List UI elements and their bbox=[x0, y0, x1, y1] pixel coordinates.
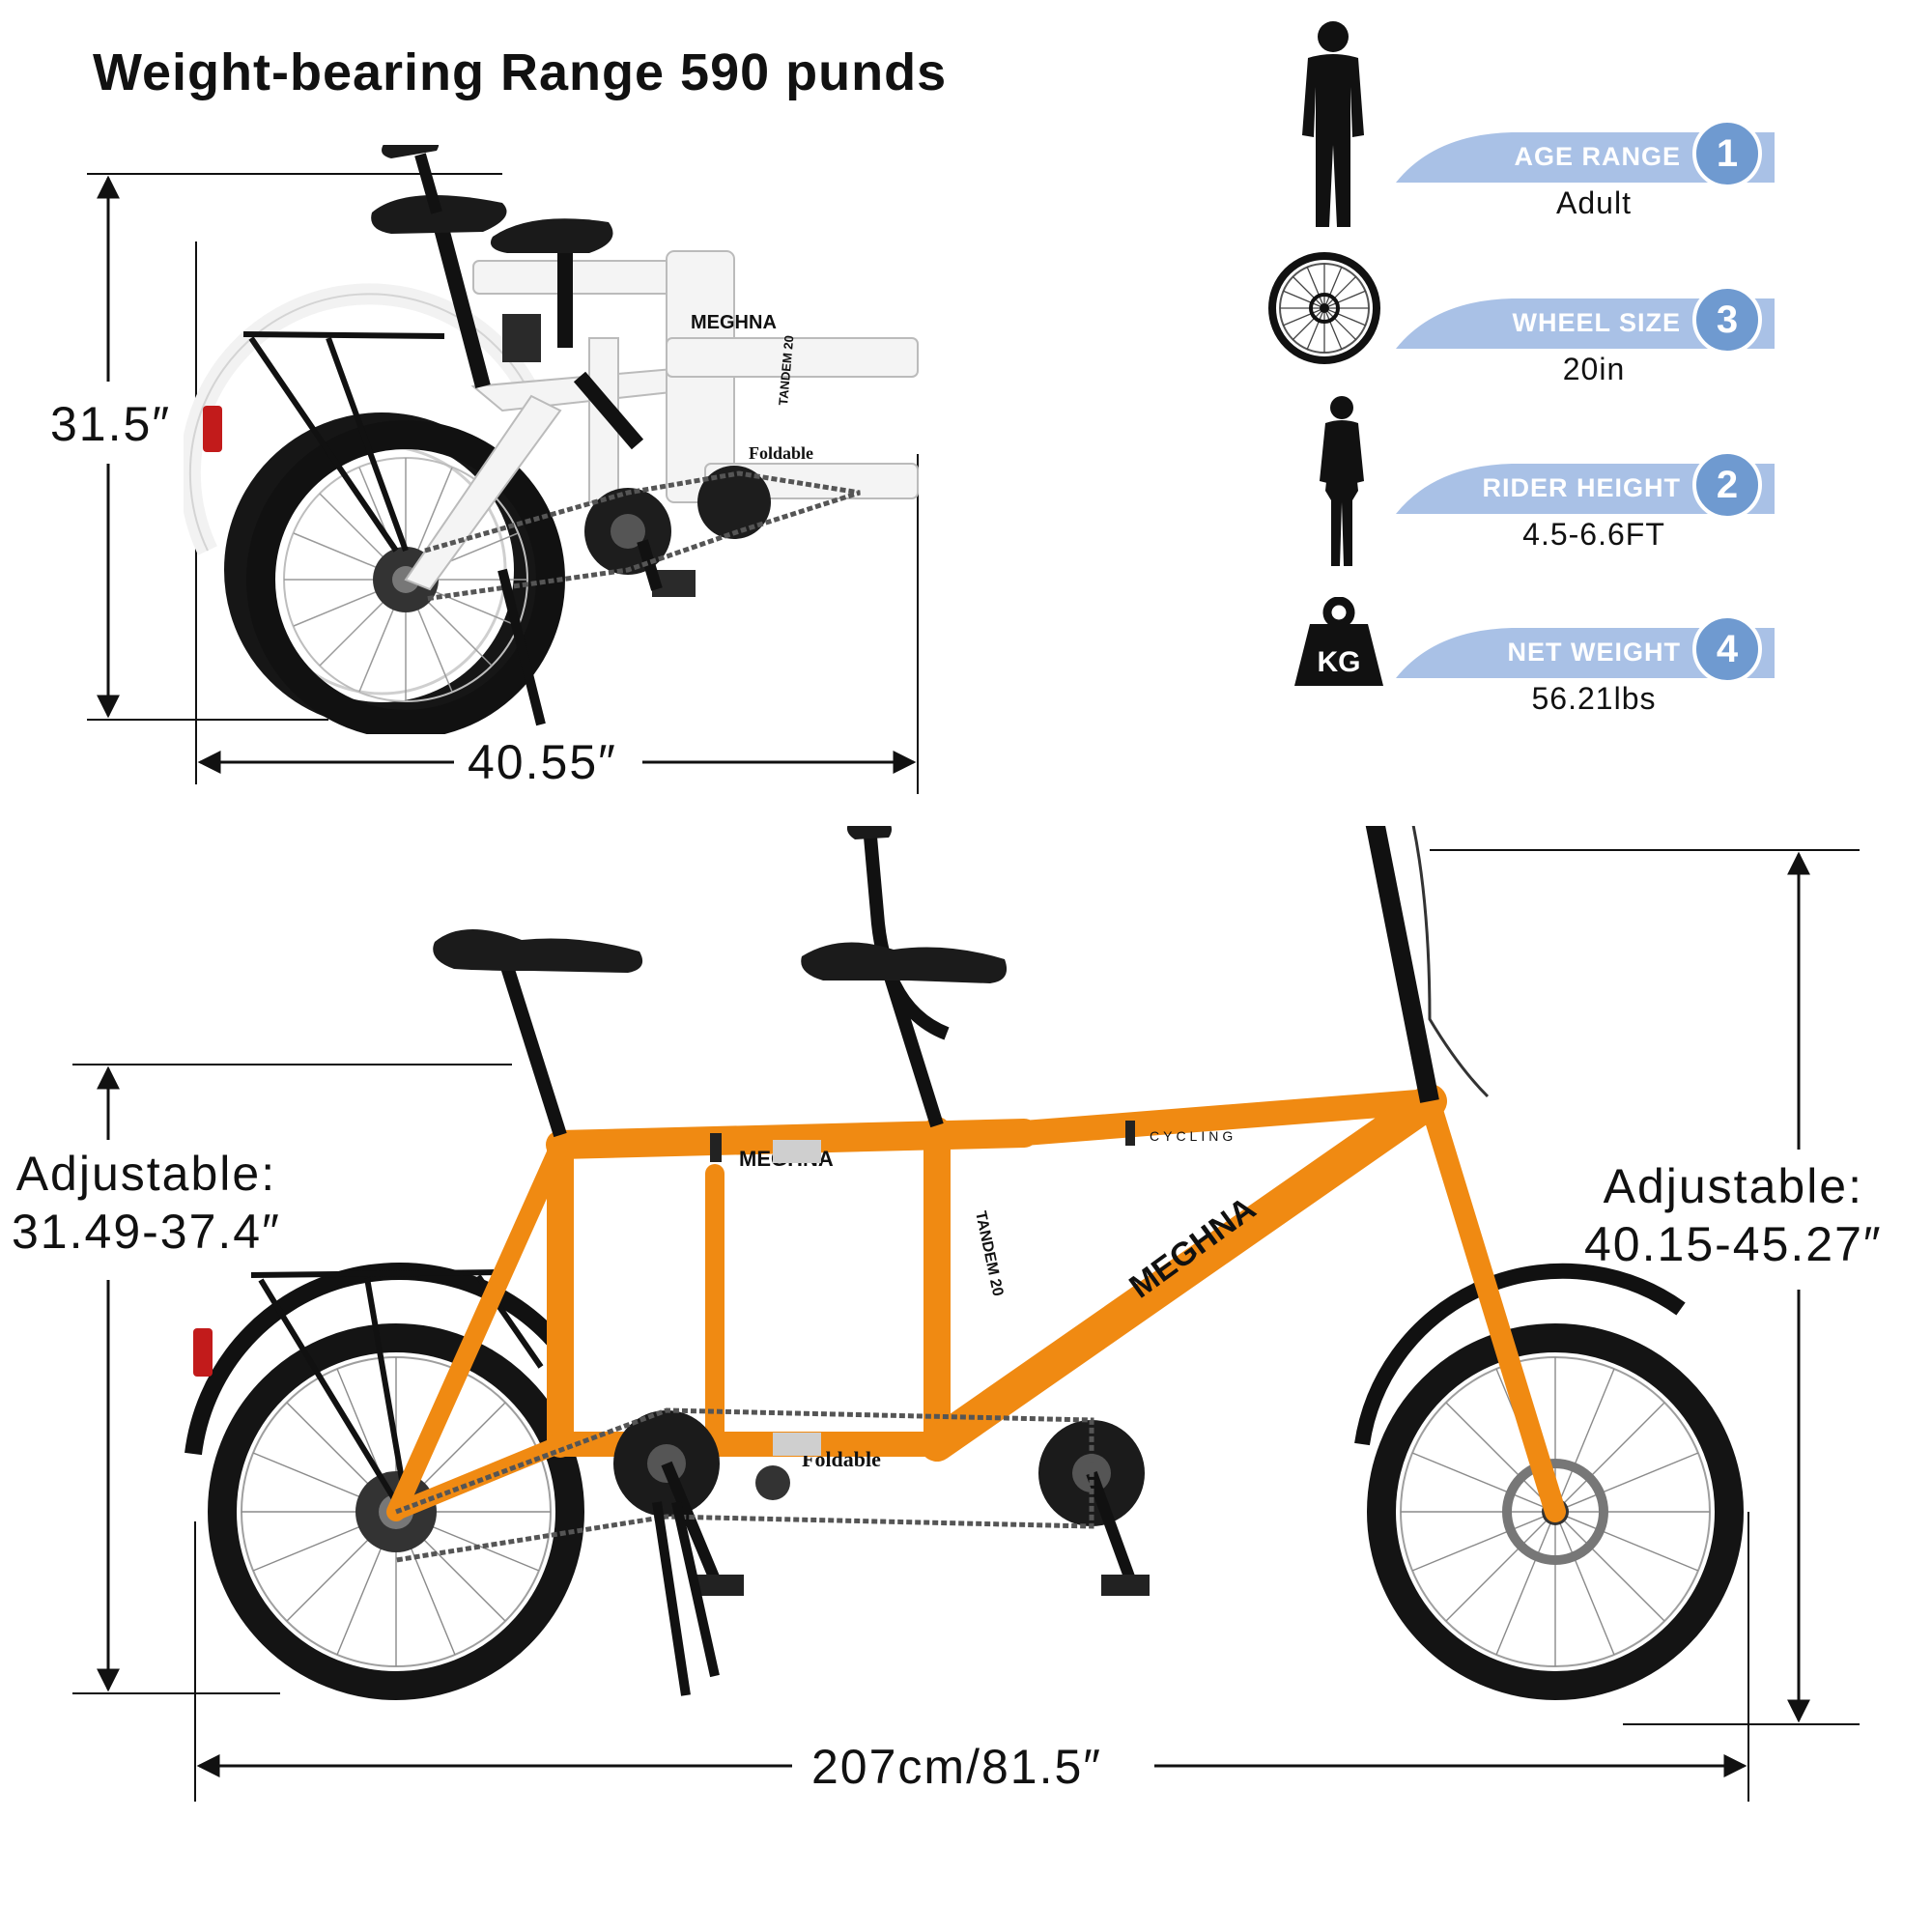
folded-front-seat bbox=[490, 218, 613, 253]
folded-white-frame: MEGHNA Foldable TANDEM 20 bbox=[404, 250, 919, 591]
tandem-frame-stripe bbox=[710, 1133, 722, 1162]
spec-number-badge: 4 bbox=[1692, 614, 1762, 684]
spec-label: RIDER HEIGHT bbox=[1482, 473, 1681, 502]
folded-kickstand bbox=[497, 568, 546, 726]
folded-frame-brand: MEGHNA bbox=[691, 312, 777, 333]
spec-banner-2 bbox=[1396, 298, 1775, 349]
folded-posts bbox=[427, 200, 644, 450]
seat-height-label-line2: 31.49-37.4″ bbox=[12, 1205, 281, 1259]
spec-label: NET WEIGHT bbox=[1507, 638, 1681, 667]
wheel-icon bbox=[1268, 252, 1380, 364]
folded-height-label: 31.5″ bbox=[46, 394, 176, 454]
seat-height-label-line1: Adjustable: bbox=[15, 1147, 277, 1201]
spec-number-badge: 3 bbox=[1692, 285, 1762, 355]
tandem-frame-text: CYCLING bbox=[1150, 1128, 1236, 1144]
spec-banner-3 bbox=[1396, 464, 1775, 514]
bar-height-label-line2: 40.15-45.27″ bbox=[1584, 1217, 1883, 1271]
folded-handlebar bbox=[382, 145, 440, 158]
tandem-chain bbox=[395, 1407, 1094, 1563]
spec-banner-4 bbox=[1396, 628, 1775, 678]
spec-value: 56.21lbs bbox=[1531, 681, 1657, 716]
bar-height-label: Adjustable: 40.15-45.27″ bbox=[1584, 1157, 1883, 1273]
spec-label: WHEEL SIZE bbox=[1512, 308, 1681, 337]
spec-value: 20in bbox=[1562, 352, 1626, 386]
tandem-tail-light bbox=[193, 1328, 213, 1377]
bar-height-label-line1: Adjustable: bbox=[1603, 1159, 1863, 1213]
kg-icon-text: KG bbox=[1318, 646, 1361, 678]
folded-frame-tag: Foldable bbox=[749, 443, 813, 463]
folded-chain bbox=[424, 470, 861, 602]
folded-frame-model: TANDEM 20 bbox=[776, 335, 796, 407]
folded-rear-rack bbox=[242, 331, 445, 553]
folded-tail-light bbox=[203, 406, 222, 452]
tandem-front-seat bbox=[801, 942, 1008, 983]
seat-height-label: Adjustable: 31.49-37.4″ bbox=[12, 1145, 281, 1261]
tandem-bike-image: MEGHNA CYCLING MEGHNA TANDEM 20 Foldable bbox=[185, 826, 1744, 1700]
tandem-frame-model: TANDEM 20 bbox=[972, 1209, 1006, 1297]
spec-banner-1 bbox=[1396, 132, 1775, 183]
spec-label: AGE RANGE bbox=[1514, 142, 1681, 171]
tandem-kickstand bbox=[652, 1500, 720, 1696]
tandem-rear-seat bbox=[433, 928, 643, 973]
kg-weight-icon: KG bbox=[1294, 597, 1383, 686]
folded-length-label: 40.55″ bbox=[462, 734, 623, 790]
tandem-stoker-bar bbox=[863, 826, 950, 1040]
folded-rear-seat bbox=[371, 195, 507, 234]
weight-capacity-headline: Weight-bearing Range 590 punds bbox=[93, 43, 948, 101]
spec-number-badge: 1 bbox=[1692, 119, 1762, 188]
man-silhouette-icon bbox=[1302, 21, 1364, 227]
spec-value: Adult bbox=[1556, 185, 1632, 220]
unfolded-length-label: 207cm/81.5″ bbox=[804, 1739, 1110, 1795]
tandem-stem bbox=[1365, 826, 1439, 1103]
tandem-orange-frame bbox=[386, 1084, 1566, 1522]
tandem-rear-rack bbox=[250, 1269, 544, 1504]
folded-bike-image: MEGHNA Foldable TANDEM 20 bbox=[184, 145, 919, 734]
woman-silhouette-icon bbox=[1320, 396, 1364, 566]
spec-value: 4.5-6.6FT bbox=[1522, 517, 1665, 552]
spec-number-badge: 2 bbox=[1692, 450, 1762, 520]
tandem-rear-fender bbox=[185, 1262, 567, 1456]
folded-crankset bbox=[502, 314, 771, 597]
